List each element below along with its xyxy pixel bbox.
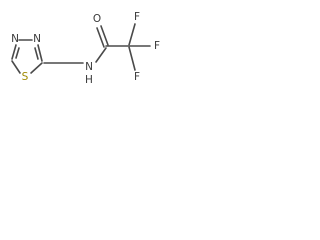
atom-f-bottom: F <box>134 71 140 83</box>
atom-n-amide: N <box>85 61 93 73</box>
atom-f-right: F <box>154 40 160 52</box>
bond-ring-n-c5 <box>11 44 17 60</box>
bond-ring-s-c2 <box>30 62 43 74</box>
atom-n-ring-right: N <box>33 33 41 45</box>
bond-ring-c5-inner <box>15 47 20 59</box>
bond-carbonyl-o-second <box>100 25 109 46</box>
bond-amide-n-carbonyl <box>95 47 107 63</box>
bond-ring-c2-n-inner <box>34 47 39 60</box>
bond-cf-bottom <box>128 46 136 71</box>
bond-ring-c5-s <box>11 60 21 74</box>
atom-f-top: F <box>134 11 140 23</box>
bond-carbonyl-o <box>96 27 105 48</box>
molecule-structure: N N S N H O F F F <box>11 11 160 86</box>
atom-s-ring: S <box>22 71 29 83</box>
atom-h-amide: H <box>85 74 93 86</box>
bond-cf-top <box>128 23 136 46</box>
atom-o-carbonyl: O <box>93 13 101 25</box>
bond-ring-c2-n <box>37 44 43 62</box>
atom-n-ring-left: N <box>11 33 19 45</box>
